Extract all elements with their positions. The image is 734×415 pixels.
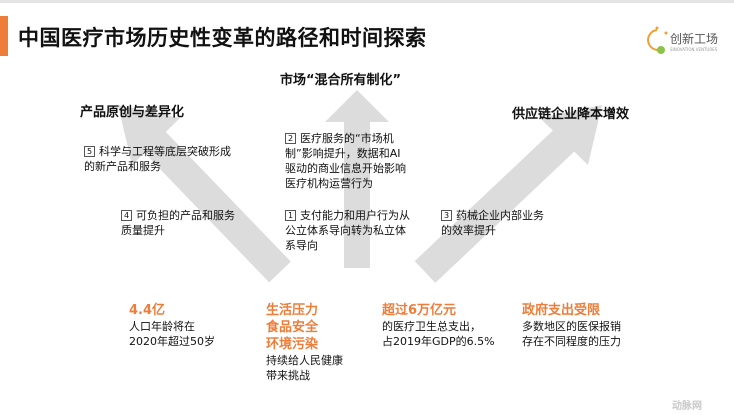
stat-desc: 存在不同程度的压力 xyxy=(522,335,621,348)
item-text: 药械企业内部业务的效率提升 xyxy=(441,209,544,237)
title-accent-bar xyxy=(0,16,8,56)
page-title: 中国医疗市场历史性变革的路径和时间探索 xyxy=(18,26,427,50)
logo-subtext: SINOVATION VENTURES xyxy=(670,47,718,52)
watermark: 动脉网 xyxy=(672,401,702,412)
stat-desc: 多数地区的医保报销 xyxy=(522,320,621,333)
number-badge: 1 xyxy=(285,210,296,221)
item-text: 可负担的产品和服务质量提升 xyxy=(121,209,235,237)
stat-desc: 带来挑战 xyxy=(266,369,310,382)
stat-headline: 环境污染 xyxy=(266,337,319,352)
stat-pressure: 生活压力 食品安全 环境污染 持续给人民健康 带来挑战 xyxy=(266,302,343,383)
stat-government: 政府支出受限 多数地区的医保报销 存在不同程度的压力 xyxy=(522,302,621,349)
stat-aging: 4.4亿 人口年龄将在 2020年超过50岁 xyxy=(129,302,215,349)
middle-arrow-shaft xyxy=(344,118,370,268)
number-badge: 3 xyxy=(441,210,452,221)
stat-headline: 生活压力 xyxy=(266,303,319,318)
logo-text: 创新工场 xyxy=(670,32,719,46)
stat-desc: 的医疗卫生总支出， xyxy=(382,320,481,333)
left-arrow-shaft xyxy=(137,124,291,283)
stat-headline: 食品安全 xyxy=(266,320,319,335)
number-badge: 5 xyxy=(84,146,95,157)
left-arrow-head xyxy=(118,105,180,165)
stat-headline: 政府支出受限 xyxy=(522,303,601,318)
item-text: 科学与工程等底层突破形成的新产品和服务 xyxy=(84,145,231,173)
direction-left-label: 产品原创与差异化 xyxy=(80,105,185,120)
lightbulb-icon xyxy=(647,26,668,54)
direction-middle-label: 市场“混合所有制化” xyxy=(280,73,402,88)
item-text: 支付能力和用户行为从公立体系导向转为私立体系导向 xyxy=(285,209,410,252)
stat-desc: 占2019年GDP的6.5% xyxy=(382,335,495,348)
number-badge: 2 xyxy=(285,133,296,144)
logo: 创新工场 SINOVATION VENTURES xyxy=(642,22,732,72)
right-arrow-shaft xyxy=(414,124,581,283)
middle-arrow-head xyxy=(325,90,389,122)
stat-headline: 4.4亿 xyxy=(129,303,166,318)
top-bar xyxy=(0,0,734,3)
stat-spending: 超过6万亿元 的医疗卫生总支出， 占2019年GDP的6.5% xyxy=(382,302,495,349)
stat-desc: 2020年超过50岁 xyxy=(129,335,215,348)
stat-desc: 持续给人民健康 xyxy=(266,354,343,367)
number-badge: 4 xyxy=(121,210,132,221)
stat-desc: 人口年龄将在 xyxy=(129,320,195,333)
item-text: 医疗服务的“市场机制”影响提升，数据和AI驱动的商业信息开始影响医疗机构运营行为 xyxy=(285,132,406,190)
right-arrow-head xyxy=(540,105,602,165)
stat-headline: 超过6万亿元 xyxy=(382,303,457,318)
direction-right-label: 供应链企业降本增效 xyxy=(512,107,630,122)
